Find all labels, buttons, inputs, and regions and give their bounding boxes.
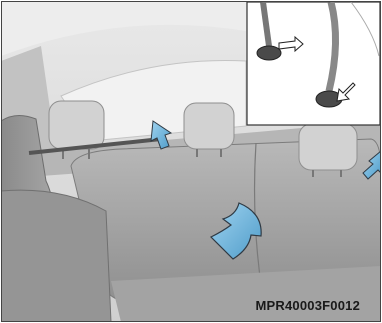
inset-detail [247, 2, 380, 125]
front-seat-cushion [1, 190, 111, 322]
headrest-right [299, 124, 357, 177]
figure-code: MPR40003F0012 [256, 298, 361, 313]
